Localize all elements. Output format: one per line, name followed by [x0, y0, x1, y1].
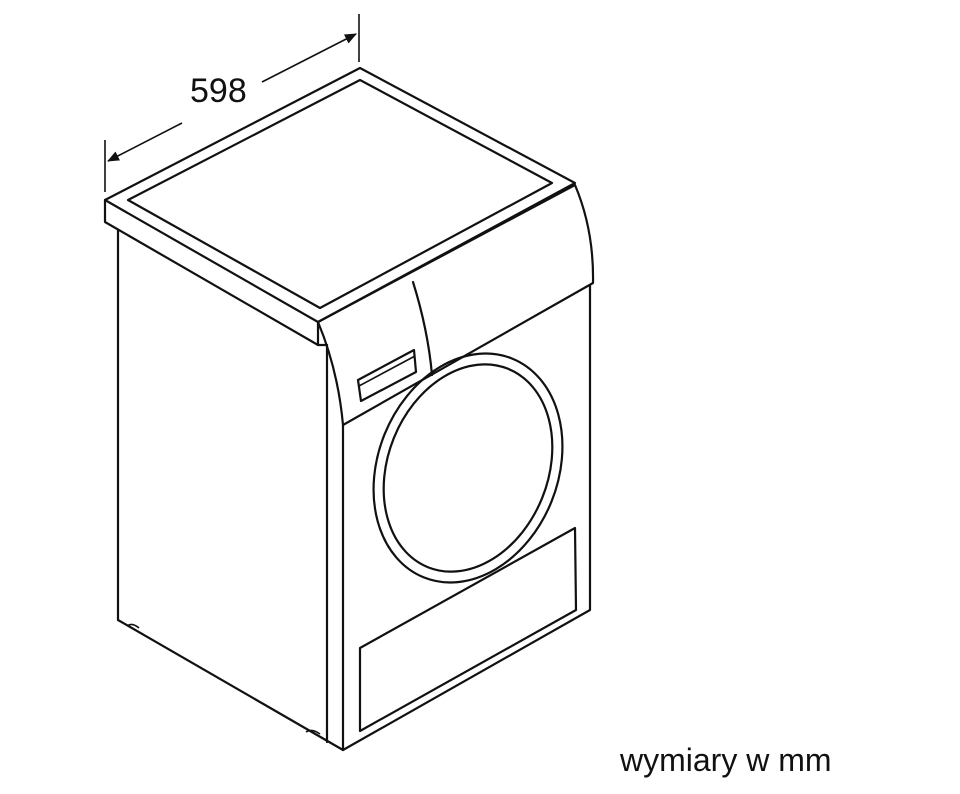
front-panel — [341, 283, 592, 752]
units-caption: wymiary w mm — [620, 742, 832, 778]
width-dimension-line — [104, 14, 360, 192]
width-dimension-label: 598 — [190, 72, 247, 110]
door — [372, 352, 564, 584]
side-panel — [116, 228, 345, 752]
top-lid — [103, 66, 577, 347]
plinth-panel — [358, 526, 578, 733]
control-panel — [316, 183, 595, 427]
